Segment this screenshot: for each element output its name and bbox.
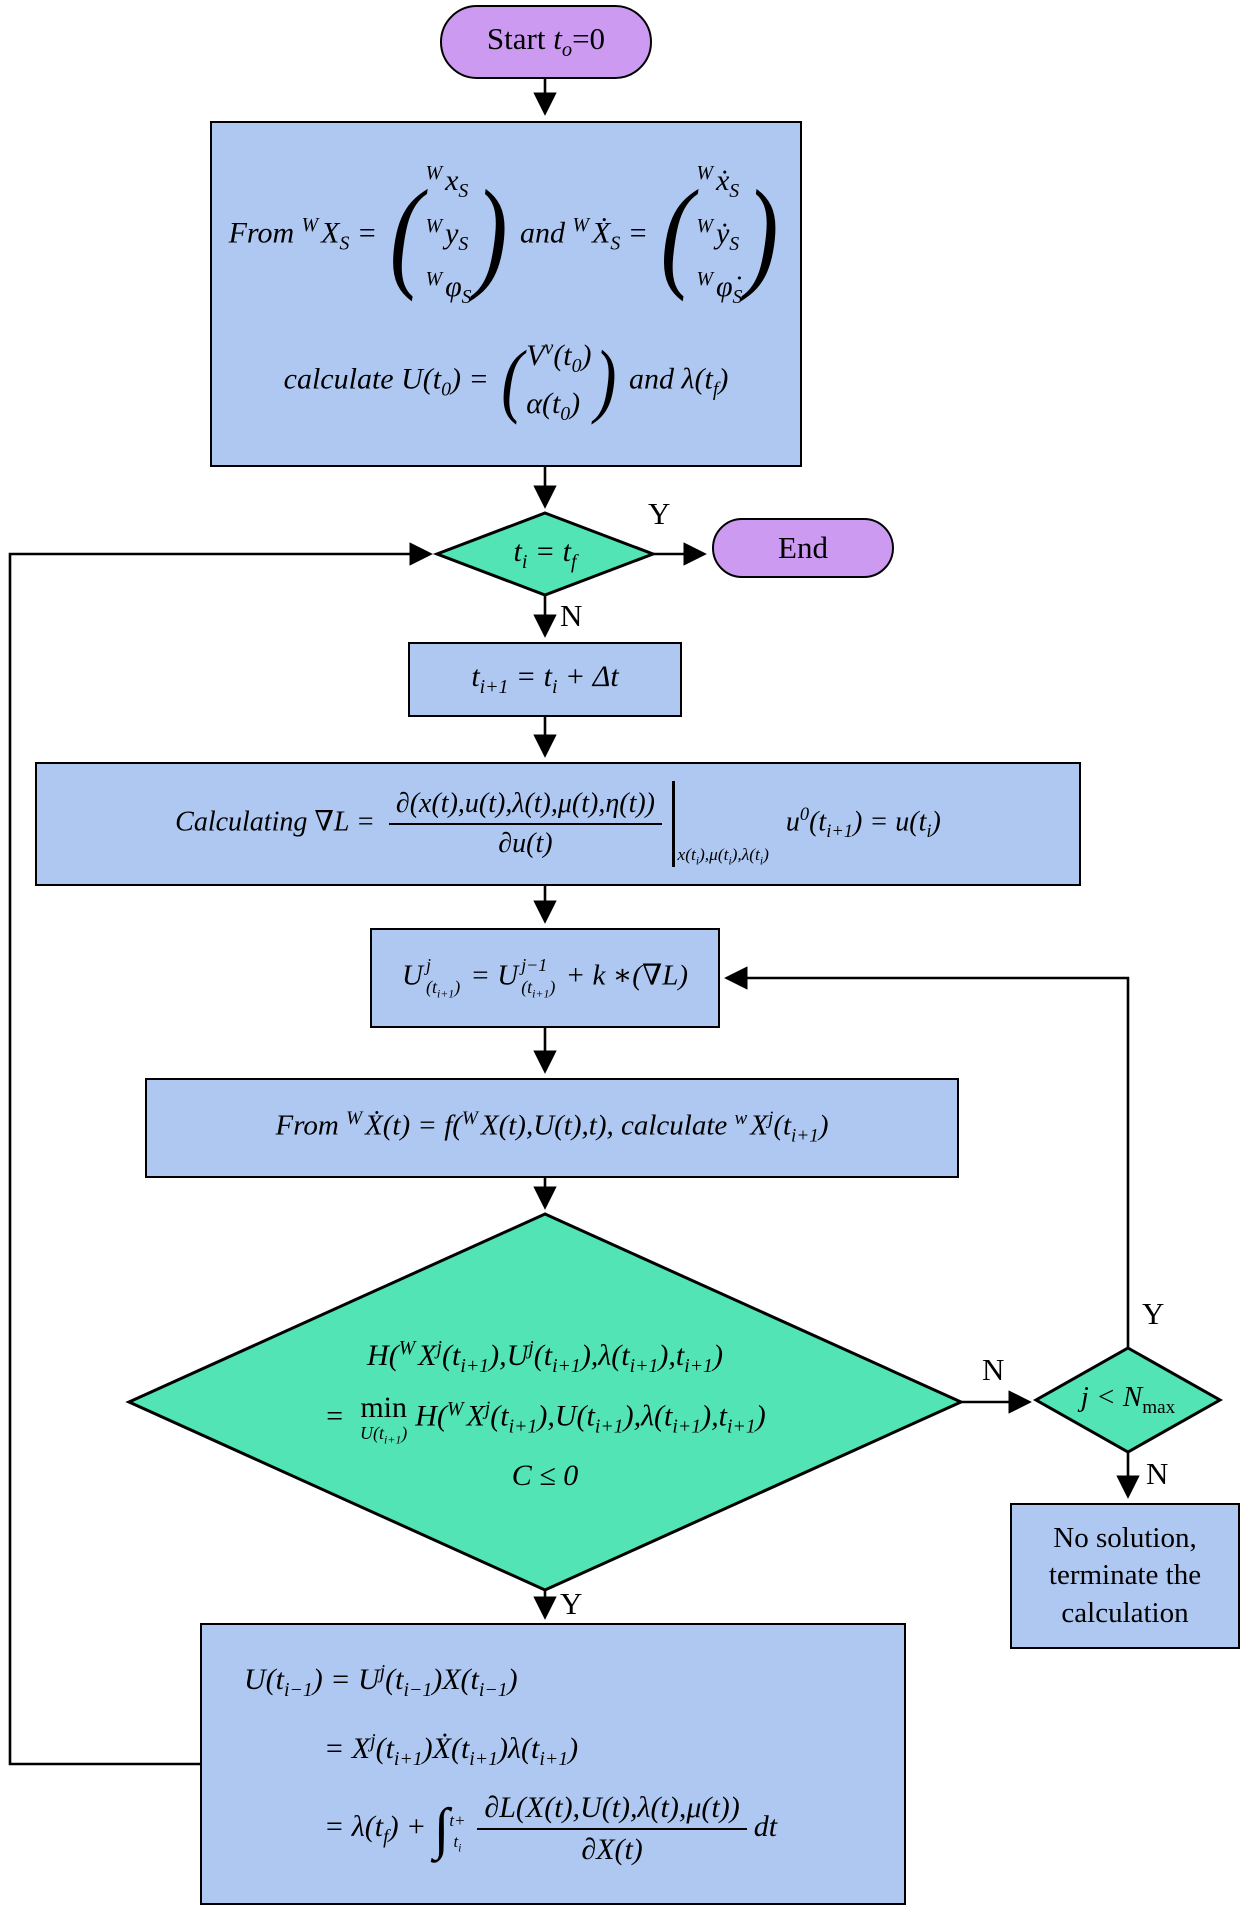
init-formula-control: calculate U(t0) = (Vv(t0)α(t0)) and λ(tf… bbox=[283, 335, 729, 427]
end-terminal: End bbox=[712, 518, 894, 578]
edge-label-no-continue: N bbox=[560, 598, 583, 633]
start-label: Start to=0 bbox=[486, 21, 606, 62]
costate-box: U(ti−1) = Uj(ti−1)X(ti−1) = Xj(ti+1)Ẋ(ti… bbox=[200, 1623, 906, 1905]
no-solution-box: No solution, terminate the calculation bbox=[1010, 1503, 1240, 1649]
increment-box: ti+1 = ti + Δt bbox=[408, 642, 682, 717]
costate-line2: = Xj(ti+1)Ẋ(ti+1)λ(ti+1) bbox=[324, 1730, 579, 1770]
edge-label-yes-end: Y bbox=[648, 496, 671, 531]
arrow-iteration-loop-to-update bbox=[724, 966, 1130, 1348]
time-check-label: ti = tf bbox=[513, 534, 577, 573]
edge-label-no-iterate: N bbox=[982, 1352, 1005, 1387]
increment-formula: ti+1 = ti + Δt bbox=[471, 660, 619, 698]
end-label: End bbox=[778, 530, 828, 565]
edge-label-yes-loop: Y bbox=[1142, 1296, 1165, 1331]
gradient-formula: Calculating ∇L = ∂(x(t),u(t),λ(t),μ(t),η… bbox=[175, 780, 941, 867]
gradient-box: Calculating ∇L = ∂(x(t),u(t),λ(t),μ(t),η… bbox=[35, 762, 1081, 886]
no-solution-line2: terminate the bbox=[1048, 1559, 1202, 1592]
arrow-costate-loop-to-timecheck bbox=[8, 542, 433, 1766]
edge-label-no-terminate: N bbox=[1146, 1456, 1169, 1491]
costate-line3: = λ(tf) + ∫t+ti∂L(X(t),U(t),λ(t),μ(t))∂X… bbox=[324, 1791, 778, 1866]
iteration-check-label: j < Nmax bbox=[1080, 1381, 1176, 1418]
start-terminal: Start to=0 bbox=[440, 5, 652, 79]
no-solution-line3: calculation bbox=[1061, 1596, 1189, 1629]
costate-line1: U(ti−1) = Uj(ti−1)X(ti−1) bbox=[244, 1661, 518, 1701]
no-solution-line1: No solution, bbox=[1053, 1522, 1197, 1555]
hamiltonian-line3: C ≤ 0 bbox=[511, 1458, 579, 1492]
edge-label-yes-costate: Y bbox=[560, 1586, 583, 1621]
